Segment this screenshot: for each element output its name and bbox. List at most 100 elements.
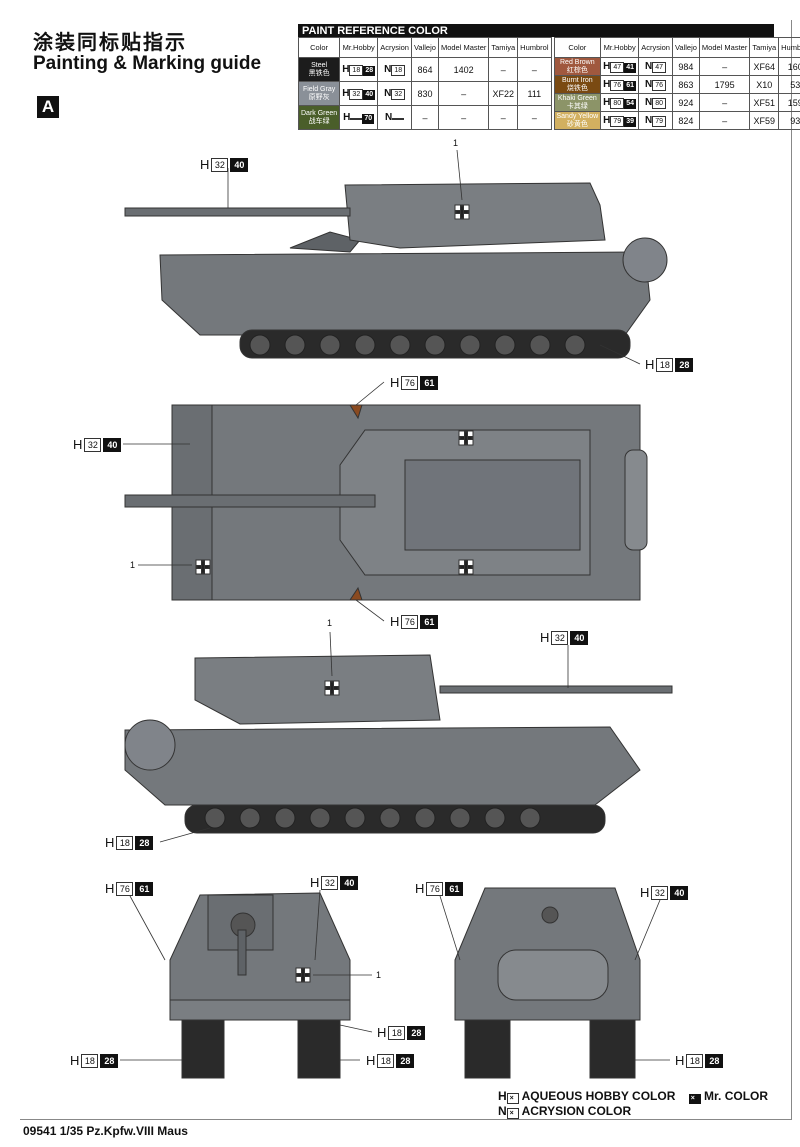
acrysion-number (392, 118, 405, 120)
callout-mr-color-code: 40 (340, 875, 359, 890)
tamiya-code: XF22 (488, 81, 519, 106)
aqueous-code: 76 (610, 79, 625, 91)
aqueous-code (350, 117, 363, 120)
vallejo-code: – (410, 105, 439, 130)
callout-aqueous-code: 32 (551, 630, 569, 645)
color-name: Burnt Iron (561, 76, 593, 84)
callout-aqueous-code: 32 (84, 437, 102, 452)
humbrol-code: – (517, 105, 552, 130)
road-wheels-side-2 (204, 807, 541, 829)
mr-color-code: 70 (362, 113, 375, 124)
paint-reference-title: PAINT REFERENCE COLOR (298, 24, 774, 37)
callout-aqueous-code: 76 (401, 614, 419, 629)
mr-color-code: 41 (624, 62, 637, 73)
aqueous-code: 32 (349, 88, 364, 100)
acrysion-number: 47 (652, 61, 667, 73)
mr-color-code: 28 (363, 65, 376, 76)
mr-color-icon: × (688, 1094, 701, 1104)
aqueous-code: 18 (349, 64, 364, 76)
color-name: Red Brown (560, 58, 595, 66)
callout-mr-color-code: 61 (135, 881, 154, 896)
section-badge: A (37, 96, 59, 118)
callout-prefix: H (366, 1053, 376, 1068)
callout-mr-color-code: 28 (100, 1053, 119, 1068)
mr-color-code: 40 (363, 89, 376, 100)
model-master-code: – (437, 105, 490, 130)
aqueous-code: 79 (610, 115, 625, 127)
color-name-cn: 砂黄色 (566, 120, 588, 128)
callout-mr-color-code: 61 (420, 614, 439, 629)
callout-mr-color-code: 28 (407, 1025, 426, 1040)
callout-prefix: H (645, 357, 655, 372)
humbrol-code: 111 (517, 81, 552, 106)
tamiya-code: – (488, 105, 519, 130)
mr-color-code: 61 (624, 80, 637, 91)
legend-aqueous: AQUEOUS HOBBY COLOR (521, 1089, 676, 1103)
color-name: Steel (311, 61, 328, 69)
callout-prefix: H (540, 630, 550, 645)
callout-prefix: H (390, 375, 400, 390)
acrysion-number: 32 (391, 88, 406, 100)
callout-prefix: H (200, 157, 210, 172)
callout-mr-color-code: 61 (445, 881, 464, 896)
title-chinese: 涂装同标贴指示 (33, 32, 187, 54)
callout-mr-color-code: 28 (705, 1053, 724, 1068)
callout-aqueous-code: 76 (116, 881, 134, 896)
mr-color-code: 39 (624, 116, 637, 127)
tank-side-view-right (124, 654, 673, 834)
acrysion-number: 79 (652, 115, 667, 127)
decal-number: 1 (453, 138, 459, 148)
leader-lines (120, 149, 670, 1061)
tank-front-view (169, 892, 351, 1079)
aqueous-code: 47 (610, 61, 625, 73)
callout-prefix: H (310, 875, 320, 890)
callout-aqueous-code: 32 (321, 875, 339, 890)
color-name-cn: 原野灰 (308, 93, 330, 101)
color-name-cn: 战车绿 (308, 117, 330, 125)
legend: H× AQUEOUS HOBBY COLOR × Mr. COLOR N× AC… (498, 1089, 769, 1119)
callout-mr-color-code: 28 (396, 1053, 415, 1068)
model-master-code: – (437, 81, 490, 106)
callout-aqueous-code: 18 (656, 357, 674, 372)
callout-aqueous-code: 32 (211, 157, 229, 172)
legend-n-prefix: N (498, 1104, 507, 1118)
footer-product-info: 09541 1/35 Pz.Kpfw.VIII Maus (23, 1124, 188, 1138)
color-name-cn: 卡其绿 (566, 102, 588, 110)
model-master-code: 1795 (698, 75, 751, 94)
callout-prefix: H (73, 437, 83, 452)
color-name-cn: 烧铁色 (566, 84, 588, 92)
callout-prefix: H (640, 885, 650, 900)
callout-prefix: H (390, 614, 400, 629)
callout-mr-color-code: 28 (675, 357, 694, 372)
color-name: Field Gray (302, 85, 336, 93)
callout-mr-color-code: 40 (103, 437, 122, 452)
mr-color-code: 54 (624, 98, 637, 109)
callout-prefix: H (675, 1053, 685, 1068)
callout-prefix: H (105, 835, 115, 850)
acrysion-number: 76 (652, 79, 667, 91)
humbrol-code: 93 (778, 111, 800, 130)
callout-prefix: H (377, 1025, 387, 1040)
color-name: Sandy Yellow (556, 112, 599, 120)
